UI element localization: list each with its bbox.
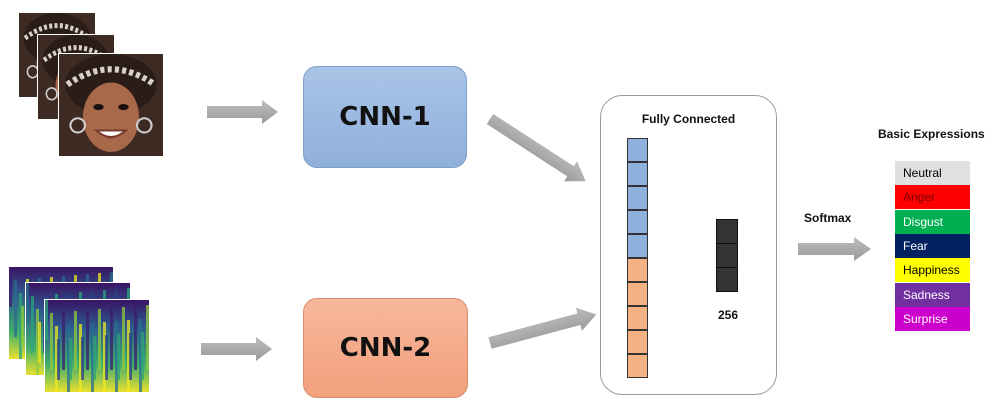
fc-output-cell (716, 219, 738, 244)
spectrogram-image (44, 299, 150, 393)
fc-output-size-label: 256 (717, 308, 739, 322)
arrow-cnn2-to-fc (488, 307, 597, 349)
cnn-2-block: CNN-2 (303, 298, 468, 398)
basic-expressions-title: Basic Expressions (878, 127, 985, 141)
fc-cell-orange (627, 306, 648, 330)
fc-cell-orange (627, 354, 648, 378)
fully-connected-title: Fully Connected (641, 112, 736, 126)
arrow-cnn1-to-fc (486, 113, 586, 182)
fc-cell-orange (627, 258, 648, 282)
arrow-face-to-cnn1 (207, 100, 278, 124)
fc-cell-blue (627, 138, 648, 162)
fc-cell-blue (627, 210, 648, 234)
fc-output-cell (716, 267, 738, 292)
expression-anger: Anger (895, 185, 970, 210)
expression-fear: Fear (895, 233, 970, 258)
cnn-1-block: CNN-1 (303, 66, 467, 168)
softmax-label: Softmax (804, 211, 852, 225)
face-image (58, 53, 164, 157)
expression-surprise: Surprise (895, 306, 970, 331)
expression-disgust: Disgust (895, 209, 970, 234)
fc-output-cell (716, 243, 738, 268)
arrow-softmax (798, 237, 871, 261)
arrow-spec-to-cnn2 (201, 337, 272, 361)
fc-cell-orange (627, 330, 648, 354)
expression-sadness: Sadness (895, 282, 970, 307)
fc-cell-orange (627, 282, 648, 306)
fc-cell-blue (627, 234, 648, 258)
fc-cell-blue (627, 162, 648, 186)
expression-happiness: Happiness (895, 258, 970, 283)
fc-cell-blue (627, 186, 648, 210)
expression-neutral: Neutral (895, 161, 970, 185)
